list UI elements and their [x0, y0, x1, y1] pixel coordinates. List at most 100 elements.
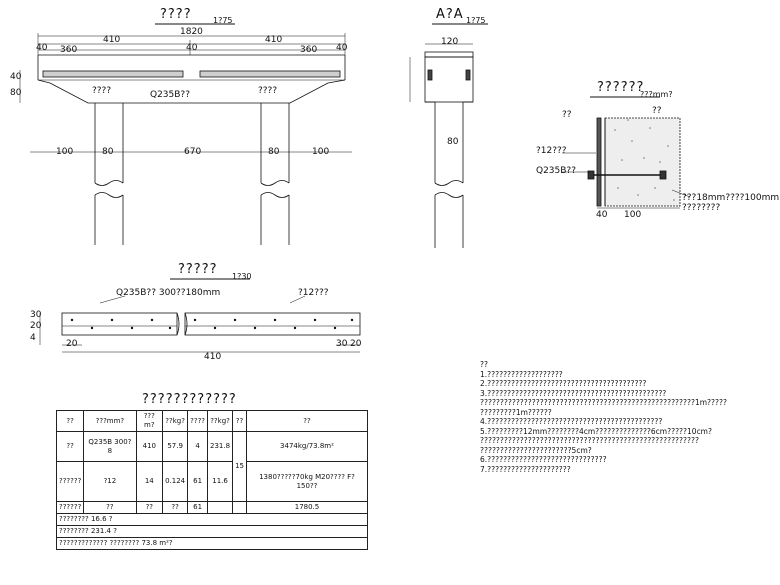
main-view-title: ????: [160, 7, 192, 22]
note-line: 3.??????????????????????????????????????…: [480, 388, 667, 398]
aa-dim-side: 80: [447, 137, 459, 147]
aa-dim-top: 120: [441, 37, 459, 47]
label-main-a: ????: [92, 86, 112, 96]
note-line: 1.???????????????????: [480, 369, 563, 379]
dim-360: 360: [60, 45, 78, 55]
table-cell: 11.6: [207, 461, 234, 502]
plate-label-b: ?12???: [298, 288, 329, 298]
plate-bolt-holes: [70, 318, 354, 330]
table-cell: ??: [55, 431, 85, 462]
dim-40b: 40: [186, 43, 198, 53]
note-line: ??: [480, 360, 488, 369]
table-cell: 61: [187, 461, 209, 502]
dim-h1: 40: [10, 72, 22, 82]
dim-40c: 40: [336, 43, 348, 53]
table-cell: 57.9: [162, 431, 189, 462]
plate-dim-l1: 20: [66, 339, 78, 349]
table-cell: 3474kg/73.8m²: [245, 431, 369, 462]
table-header-row: ?? ???mm? ???m? ??kg? ???? ??kg? ?? ??: [55, 410, 369, 432]
plate-elevation: [39, 295, 361, 353]
note-line: 5.?????????12mm????????4cm??????????????…: [480, 426, 712, 436]
table-cell: ?12: [83, 461, 137, 502]
note-line: 6.??????????????????????????????: [480, 455, 607, 464]
table-summary-c: ????????????? ???????? 73.8 m²?: [56, 537, 368, 550]
plate-dim-h3: 4: [30, 333, 36, 343]
note-line: 2.??????????????????????????????????????…: [480, 379, 647, 388]
table-cell: 1780.5: [245, 501, 369, 514]
plate-view-scale: 1?30: [232, 272, 252, 281]
table-row: ????????????? ???????? 73.8 m²?: [56, 537, 368, 550]
table-row: ???????? 16.6 ?: [56, 513, 368, 526]
table-header-cell: ??kg?: [162, 410, 189, 432]
table-cell: [207, 501, 234, 514]
note-line: ????????????????????????????????????????…: [480, 398, 727, 407]
plate-view-title: ?????: [178, 262, 218, 277]
dim-bottom-1: 100: [56, 147, 74, 157]
dim-bottom-3: 670: [184, 147, 202, 157]
plate-dim-h2: 20: [30, 321, 42, 331]
detail-label-d: Q235B??: [536, 166, 576, 176]
table-cell: 4: [187, 431, 209, 462]
dim-40a: 40: [36, 43, 48, 53]
detail-label-c: ?12???: [536, 146, 567, 156]
detail-dim-100: 100: [624, 210, 642, 220]
detail-view-scale: ???mm?: [640, 90, 673, 99]
table-header-cell: ??: [55, 410, 85, 432]
notes-block: ?? 1.??????????????????? 2.?????????????…: [480, 360, 770, 474]
note-line: ???????????????????????5cm?: [480, 445, 592, 455]
plate-dim-total: 410: [204, 352, 222, 362]
table-cell: Q235B 300?8: [83, 431, 137, 462]
dim-bottom-2: 80: [102, 147, 114, 157]
table-cell: 410: [135, 431, 164, 462]
table-header-cell: ???m?: [135, 410, 164, 432]
table-cell: 14: [135, 461, 164, 502]
plate-dim-l3: 20: [350, 339, 362, 349]
table-header-cell: ????: [187, 410, 209, 432]
label-main-c: ????: [258, 86, 278, 96]
dim-360b: 360: [300, 45, 318, 55]
table-cell: 231.8: [207, 431, 234, 462]
table-row: ???????? 231.4 ?: [56, 525, 368, 538]
table-row: ?? Q235B 300?8 410 57.9 4 231.8 15 3474k…: [55, 431, 369, 502]
detail-label-f: ????????: [682, 203, 721, 213]
concrete-hatch: [614, 119, 675, 201]
table-header-cell: ??kg?: [207, 410, 234, 432]
detail-label-b: ??: [652, 106, 662, 116]
table-row: ?????? ?12 14 0.124 61 11.6 1380?????70k…: [55, 461, 369, 502]
aa-view-scale: 1?75: [466, 16, 486, 25]
dim-h2: 80: [10, 88, 22, 98]
pier-cap-elevation: [19, 33, 352, 245]
note-line: ????????????????????????????????????????…: [480, 436, 699, 445]
table-header-cell: ???mm?: [83, 410, 137, 432]
table-cell: ??????: [55, 461, 85, 502]
dim-right: 410: [265, 35, 283, 45]
detail-label-a: ??: [562, 110, 572, 120]
table-summary-b: ???????? 231.4 ?: [56, 525, 368, 538]
plate-dim-h1: 30: [30, 310, 42, 320]
detail-dim-40: 40: [596, 210, 608, 220]
table-cell: 0.124: [162, 461, 189, 502]
table-header-cell: ??: [232, 410, 247, 432]
table-cell: 1380?????70kg M20???? F?150??: [245, 461, 369, 502]
dim-bottom-5: 100: [312, 147, 330, 157]
detail-label-e: ???18mm????100mm: [682, 193, 780, 203]
table-header-cell: ??: [245, 410, 369, 432]
table-cell: 15: [232, 431, 247, 502]
table-cell: 61: [187, 501, 209, 514]
plate-label-a: Q235B?? 300??180mm: [116, 288, 221, 298]
table-cell: ??: [162, 501, 189, 514]
table-cell: ??: [135, 501, 164, 514]
main-view-scale: 1?75: [213, 16, 233, 25]
anchor-detail: [562, 117, 691, 209]
aa-view-title: A?A: [436, 7, 464, 22]
table-cell: ??: [83, 501, 137, 514]
table-cell: ??????: [55, 501, 85, 514]
aa-section: [409, 43, 474, 248]
detail-view-title: ??????: [597, 80, 645, 95]
dim-total: 1820: [180, 27, 203, 37]
dim-left: 410: [103, 35, 121, 45]
note-line: 7.?????????????????????: [480, 464, 571, 474]
dim-bottom-4: 80: [268, 147, 280, 157]
table-row: ?????? ?? ?? ?? 61 1780.5: [55, 501, 369, 514]
quantity-table: ?? ???mm? ???m? ??kg? ???? ??kg? ?? ?? ?…: [55, 410, 369, 550]
